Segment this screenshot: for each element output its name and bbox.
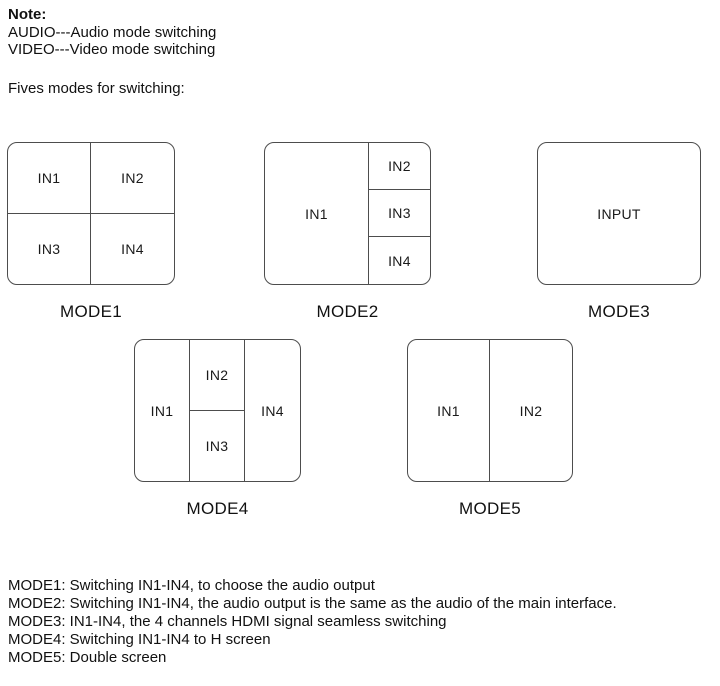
mode4-cell-in3: IN3 — [190, 410, 245, 481]
mode5-diagram: IN1 IN2 — [407, 339, 573, 482]
mode4-diagram: IN1 IN2 IN4 IN3 — [134, 339, 301, 482]
mode3-figure: INPUT MODE3 — [537, 142, 701, 322]
mode5-cell-in2: IN2 — [519, 402, 543, 419]
mode3-label: MODE3 — [588, 302, 650, 321]
description-mode4: MODE4: Switching IN1-IN4 to H screen — [8, 631, 271, 648]
section-heading: Fives modes for switching: — [8, 80, 185, 97]
mode1-cell-in3: IN3 — [8, 213, 91, 284]
description-mode1: MODE1: Switching IN1-IN4, to choose the … — [8, 577, 375, 594]
mode1-diagram: IN1 IN2 IN3 IN4 — [7, 142, 175, 285]
description-mode2: MODE2: Switching IN1-IN4, the audio outp… — [8, 595, 617, 612]
mode2-cell-in2: IN2 — [368, 143, 430, 190]
mode5-figure: IN1 IN2 MODE5 — [407, 339, 573, 519]
note-line-audio: AUDIO---Audio mode switching — [8, 24, 217, 41]
mode2-diagram: IN1 IN2 IN3 IN4 — [264, 142, 431, 285]
mode1-cell-in2: IN2 — [91, 143, 174, 214]
mode1-figure: IN1 IN2 IN3 IN4 MODE1 — [7, 142, 175, 322]
mode5-cell-in1: IN1 — [408, 340, 490, 481]
note-line-video: VIDEO---Video mode switching — [8, 41, 216, 58]
mode3-cell-input: INPUT — [597, 205, 641, 222]
mode2-cell-in1: IN1 — [265, 143, 369, 284]
mode1-label: MODE1 — [60, 302, 122, 321]
mode4-label: MODE4 — [186, 499, 249, 518]
mode2-cell-in4: IN4 — [388, 252, 411, 269]
mode2-cell-in3: IN3 — [368, 190, 430, 237]
mode3-diagram: INPUT — [537, 142, 701, 285]
mode4-figure: IN1 IN2 IN4 IN3 MODE4 — [134, 339, 301, 519]
note-title: Note: — [8, 6, 47, 23]
mode1-cell-in1: IN1 — [8, 143, 91, 214]
mode1-cell-in4: IN4 — [121, 240, 144, 257]
mode4-cell-in4: IN4 — [261, 402, 284, 419]
mode4-cell-in1: IN1 — [135, 340, 190, 481]
mode2-figure: IN1 IN2 IN3 IN4 MODE2 — [264, 142, 431, 322]
description-mode3: MODE3: IN1-IN4, the 4 channels HDMI sign… — [8, 613, 447, 630]
description-mode5: MODE5: Double screen — [8, 649, 167, 666]
mode2-label: MODE2 — [316, 302, 379, 321]
mode4-cell-in2: IN2 — [190, 340, 245, 411]
mode-descriptions: MODE1: Switching IN1-IN4, to choose the … — [8, 577, 617, 667]
mode5-label: MODE5 — [459, 499, 521, 518]
